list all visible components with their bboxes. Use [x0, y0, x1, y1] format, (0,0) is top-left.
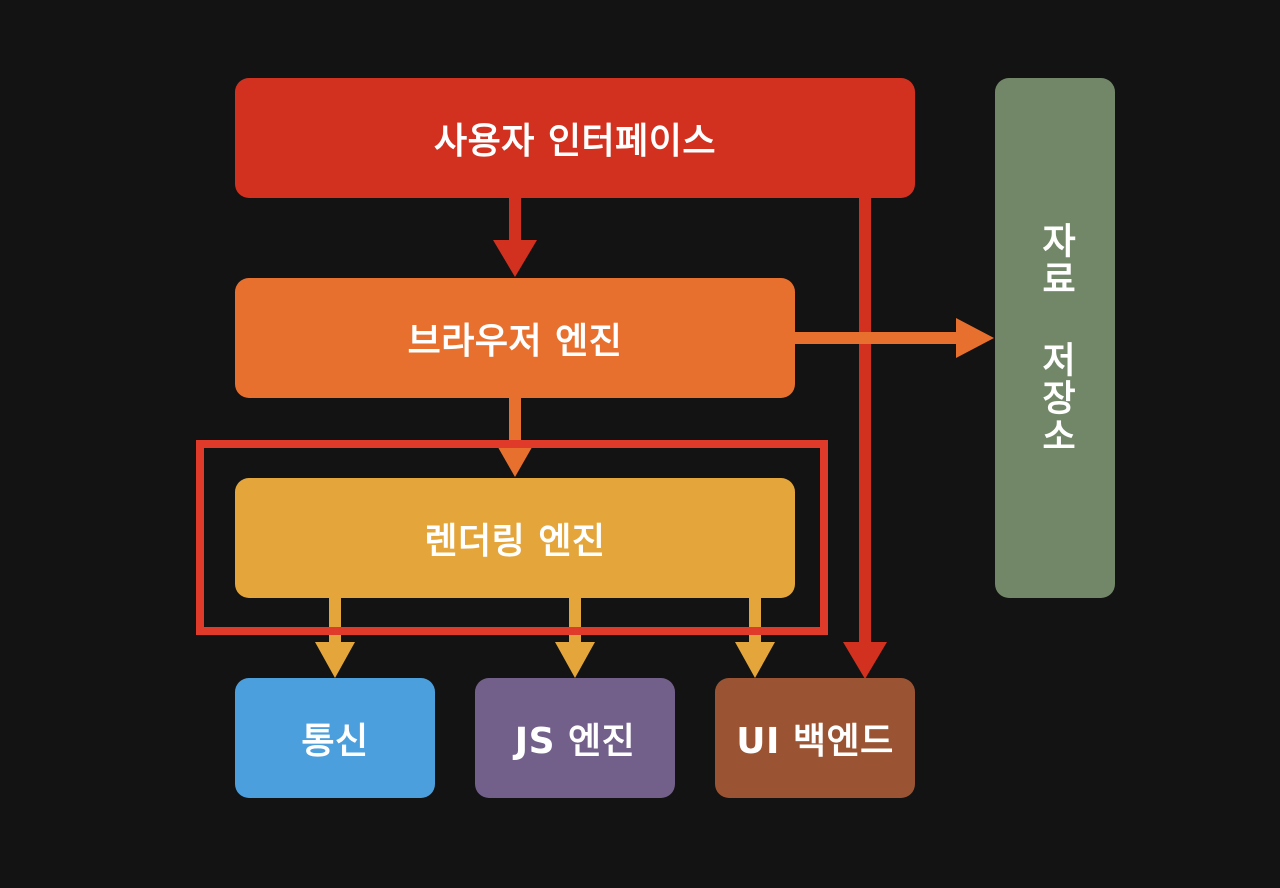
- arrowhead-js-engine: [555, 642, 595, 678]
- arrowhead-rendering-engine: [495, 442, 535, 477]
- node-rendering-engine: 렌더링 엔진: [235, 478, 795, 598]
- node-networking-label: 통신: [301, 721, 369, 762]
- arrowhead-networking: [315, 642, 355, 678]
- node-js-engine: JS 엔진: [475, 678, 675, 798]
- node-data-storage: 자료 저장소: [995, 78, 1115, 598]
- arrowhead-data-storage: [956, 318, 994, 358]
- arrowhead-browser-engine: [493, 240, 537, 277]
- node-rendering-engine-label: 렌더링 엔진: [424, 521, 606, 562]
- node-user-interface-label: 사용자 인터페이스: [434, 121, 716, 162]
- node-ui-backend: UI 백엔드: [715, 678, 915, 798]
- node-js-engine-label: JS 엔진: [514, 721, 636, 762]
- node-data-storage-label: 자료 저장소: [1035, 221, 1076, 455]
- arrowhead-ui-backend-yellow: [735, 642, 775, 678]
- node-browser-engine: 브라우저 엔진: [235, 278, 795, 398]
- node-user-interface: 사용자 인터페이스: [235, 78, 915, 198]
- node-browser-engine-label: 브라우저 엔진: [407, 321, 623, 362]
- node-ui-backend-label: UI 백엔드: [736, 721, 894, 762]
- node-networking: 통신: [235, 678, 435, 798]
- arrowhead-ui-backend-red: [843, 642, 887, 679]
